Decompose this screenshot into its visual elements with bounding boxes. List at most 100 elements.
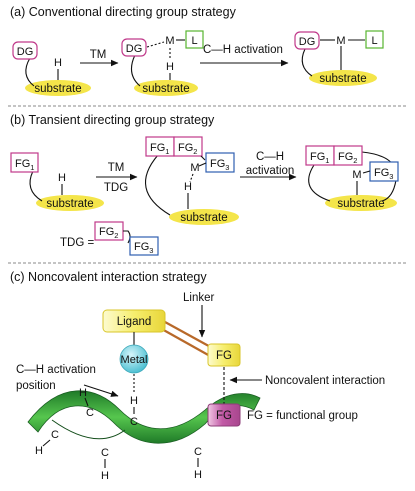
- metal-atom: M: [190, 162, 199, 174]
- metal-sphere: [119, 344, 149, 374]
- fg2-label: FG2: [99, 226, 118, 240]
- c-atom-3: C: [101, 447, 109, 459]
- h-atom-1: H: [35, 445, 43, 457]
- metal-atom: M: [336, 35, 345, 47]
- arrow-ch-label: C—H activation: [203, 44, 283, 56]
- fg2-label: FG2: [178, 142, 197, 156]
- ch-activation-label-line1: C—H activation: [16, 364, 96, 376]
- substrate-label: substrate: [337, 198, 384, 210]
- dg-label: DG: [17, 46, 34, 58]
- fg1-label: FG1: [310, 151, 329, 165]
- arrow-tdg-label: TDG: [104, 182, 128, 194]
- metal-atom: M: [352, 169, 361, 181]
- substrate-ellipse: [325, 195, 397, 211]
- panel-c: (c) Noncovalent interaction strategy Lig…: [10, 270, 385, 482]
- ligand-box: [365, 30, 384, 49]
- dg-box: [294, 31, 320, 50]
- ligand-box: [185, 30, 204, 49]
- ch-bond-1: [42, 439, 51, 447]
- tether-bond: [301, 48, 313, 77]
- tether-bond: [144, 154, 171, 216]
- dg-box: [121, 38, 147, 57]
- fg3-label: FG3: [210, 158, 229, 172]
- tether-bond: [25, 57, 35, 87]
- ligand-label: Ligand: [117, 316, 152, 328]
- fg-yellow-box: [207, 343, 241, 367]
- substrate-ellipse: [25, 80, 91, 96]
- h-atom-3: H: [101, 470, 109, 482]
- metal-label: Metal: [121, 354, 148, 366]
- h-atom: H: [54, 57, 62, 69]
- ch-activation-label-line2: position: [16, 380, 56, 392]
- c-atom-2: C: [86, 407, 94, 419]
- panel-b-title: (b) Transient directing group strategy: [10, 113, 215, 127]
- panel-b-intermediate: substrate FG1 FG2 FG3 M H: [144, 136, 239, 225]
- panel-c-title: (c) Noncovalent interaction strategy: [10, 270, 207, 284]
- substrate-label: substrate: [180, 212, 227, 224]
- h-atom-active: H: [130, 395, 138, 407]
- coordination-dash: [146, 41, 165, 48]
- fg2-box: [173, 136, 203, 157]
- fg3-box: [129, 236, 159, 256]
- fg2-fg3-bond: [200, 155, 206, 161]
- dg-label: DG: [126, 43, 143, 55]
- substrate-ellipse: [134, 80, 198, 96]
- noncovalent-label: Noncovalent interaction: [265, 375, 385, 387]
- substrate-helix: [27, 390, 261, 444]
- tether-bond: [308, 164, 331, 202]
- panel-a-intermediate: substrate DG M L H: [121, 30, 204, 96]
- panel-b-start-molecule: substrate FG1 H: [10, 152, 104, 211]
- fg3-box: [205, 152, 235, 173]
- metal-atom: M: [165, 35, 174, 47]
- substrate-label: substrate: [319, 73, 366, 85]
- substrate-ellipse: [169, 209, 239, 225]
- fg3-label: FG3: [374, 167, 393, 181]
- h-atom: H: [184, 181, 192, 193]
- panel-a: (a) Conventional directing group strateg…: [10, 5, 384, 96]
- arrow-activation-label: activation: [246, 165, 295, 177]
- fg2-fg3-bond: [123, 230, 131, 244]
- tdg-label: TDG =: [60, 237, 94, 249]
- tether-bond: [130, 54, 141, 87]
- arrow-ch-label: C—H: [256, 151, 284, 163]
- dg-box: [12, 41, 38, 60]
- helix-ribbon: [27, 390, 261, 444]
- substrate-ellipse: [309, 70, 377, 86]
- panel-b-product: substrate FG1 FG2 FG3 M: [305, 145, 399, 211]
- ch-bond-2: [84, 397, 89, 407]
- tether-bond: [29, 170, 43, 202]
- dg-label: DG: [299, 36, 316, 48]
- fg-purple-label: FG: [216, 410, 232, 422]
- substrate-label: substrate: [142, 83, 189, 95]
- fg1-label: FG1: [15, 158, 34, 172]
- m-fg3-bond: [362, 170, 371, 174]
- linker-line-2: [159, 327, 211, 357]
- fg-yellow-label: FG: [216, 350, 232, 362]
- agostic-dash: [189, 173, 194, 183]
- h-atom-4: H: [194, 469, 202, 481]
- c-atom-active: C: [130, 416, 138, 428]
- fg2-label: FG2: [338, 151, 357, 165]
- fg1-box: [10, 152, 39, 173]
- substrate-label: substrate: [46, 198, 93, 210]
- linker-line-1: [164, 321, 217, 351]
- fg3-label: FG3: [134, 241, 153, 255]
- c-atom-1: C: [51, 429, 59, 441]
- fg-definition-label: FG = functional group: [247, 410, 358, 422]
- panel-a-start-molecule: substrate DG H: [12, 41, 91, 96]
- arrow-tm-label: TM: [108, 162, 125, 174]
- panel-b: (b) Transient directing group strategy s…: [10, 113, 399, 256]
- ligand-label: L: [371, 35, 377, 47]
- helix-shadow-line: [51, 419, 126, 440]
- linker-label: Linker: [183, 292, 214, 304]
- h-atom-2: H: [79, 387, 87, 399]
- c-atom-4: C: [194, 446, 202, 458]
- ch-activation-arrow: [83, 384, 119, 397]
- fg-purple-box: [207, 403, 241, 427]
- m-fg3-bond: [198, 162, 207, 167]
- arrow-tm-label: TM: [90, 49, 107, 61]
- fg2-box: [333, 145, 363, 166]
- ligand-label: L: [191, 35, 197, 47]
- substrate-label: substrate: [34, 83, 81, 95]
